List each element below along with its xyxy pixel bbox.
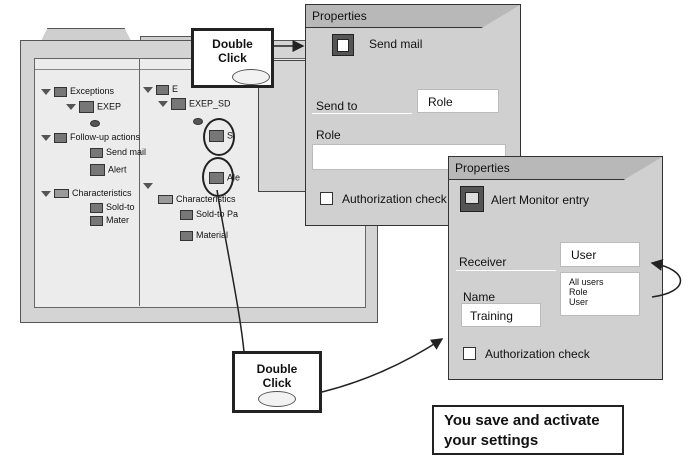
tree-node-exep[interactable]: EXEP [66, 101, 121, 113]
expand-arrow-icon[interactable] [66, 104, 76, 110]
exception-icon [54, 86, 67, 97]
receiver-options-list[interactable]: All users Role User [560, 272, 640, 316]
authorization-label: Authorization check [342, 192, 447, 206]
characteristic-icon [90, 215, 103, 226]
tree-node-label: Characteristics [176, 194, 236, 204]
tree-node-label: EXEP_SD [189, 98, 231, 109]
tree-node-alert[interactable]: Alert [90, 164, 127, 176]
eye-icon [193, 118, 203, 126]
exception-icon [156, 84, 169, 95]
name-label: Name [463, 290, 496, 304]
expand-arrow[interactable] [143, 180, 156, 191]
mouse-icon [232, 69, 270, 85]
exception-icon [79, 101, 94, 113]
send-to-label: Send to [316, 99, 358, 113]
characteristic-icon [90, 202, 103, 213]
tree-node-label: Mater [106, 215, 130, 225]
receiver-option[interactable]: All users [569, 277, 604, 287]
expand-arrow-icon[interactable] [41, 134, 51, 141]
characteristic-icon [180, 209, 193, 220]
tree-node-label: Exceptions [70, 86, 115, 96]
alert-icon [90, 164, 105, 176]
tree-node-label: S [227, 130, 234, 141]
expand-arrow-icon[interactable] [158, 101, 168, 107]
dialog-heading: Send mail [369, 37, 423, 51]
authorization-checkbox[interactable] [320, 192, 333, 205]
folder-icon [158, 195, 173, 205]
tree-node-label: EXEP [97, 101, 122, 112]
folder-icon [54, 189, 69, 199]
expand-arrow-icon[interactable] [41, 88, 51, 95]
alert-icon [209, 172, 224, 184]
dialog-title: Properties [306, 5, 520, 28]
tree-node-label: Characteristics [72, 188, 132, 198]
tree-node-characteristics[interactable]: Characteristics [158, 194, 236, 205]
mail-icon [90, 147, 103, 158]
tree-node-eye[interactable] [90, 118, 103, 129]
tree-node-exep-sd[interactable]: EXEP_SD [158, 98, 231, 110]
followup-icon [54, 132, 67, 143]
characteristic-icon [180, 230, 193, 241]
receiver-field[interactable]: User [560, 242, 640, 267]
info-callout: You save and activate your settings [432, 405, 624, 455]
receiver-option[interactable]: Role [569, 287, 588, 297]
tree-node-material[interactable]: Material [180, 230, 228, 241]
tree-node-sold-to[interactable]: Sold-to [90, 202, 135, 213]
pane-divider [139, 58, 140, 306]
expand-arrow-icon[interactable] [41, 190, 51, 197]
name-field[interactable]: Training [461, 303, 541, 327]
mail-icon [332, 34, 354, 56]
mouse-icon [258, 391, 296, 407]
tree-node-characteristics[interactable]: Characteristics [41, 188, 132, 199]
separator [456, 270, 556, 271]
tree-node-label: E [172, 84, 179, 94]
exception-icon [171, 98, 186, 110]
tree-node-label: Alert [108, 164, 127, 175]
tree-node-label: Sold-to [106, 202, 135, 212]
tree-node-label: Send mail [106, 147, 147, 157]
tree-node-label: Material [196, 230, 229, 240]
mail-icon [209, 130, 224, 142]
role-label: Role [316, 128, 341, 142]
arrow-to-alert-dialog [321, 338, 444, 393]
tree-node-send-mail-selected[interactable]: S [209, 130, 233, 142]
line-alert-to-callout [216, 189, 245, 353]
tree-node-e[interactable]: E [143, 84, 178, 95]
authorization-label: Authorization check [485, 347, 590, 361]
expand-arrow-icon[interactable] [143, 182, 153, 189]
tree-node-send-mail[interactable]: Send mail [90, 147, 146, 158]
tree-node-label: Sold-to Pa [196, 209, 239, 219]
tree-node-eye[interactable] [193, 116, 206, 127]
tree-node-mater[interactable]: Mater [90, 215, 129, 226]
tree-node-followup[interactable]: Follow-up actions [41, 132, 140, 143]
eye-icon [90, 120, 100, 128]
authorization-checkbox[interactable] [463, 347, 476, 360]
receiver-option[interactable]: User [569, 297, 589, 307]
receiver-label: Receiver [459, 255, 507, 269]
separator [312, 113, 412, 114]
dialog-heading: Alert Monitor entry [491, 193, 590, 207]
tree-node-label: Follow-up actions [70, 132, 141, 142]
alert-monitor-icon [460, 186, 484, 212]
dialog-title: Properties [449, 157, 662, 180]
highlight-oval [203, 118, 235, 156]
arrow-user-selection [650, 259, 682, 298]
tree-node-sold-to-pa[interactable]: Sold-to Pa [180, 209, 238, 220]
tree-node-label: Ale [227, 172, 241, 183]
tree-node-alert-selected[interactable]: Ale [209, 172, 240, 184]
send-to-field[interactable]: Role [417, 89, 499, 113]
double-click-callout: Double Click [232, 351, 322, 413]
tree-node-exceptions[interactable]: Exceptions [41, 86, 114, 97]
expand-arrow-icon[interactable] [143, 86, 153, 93]
